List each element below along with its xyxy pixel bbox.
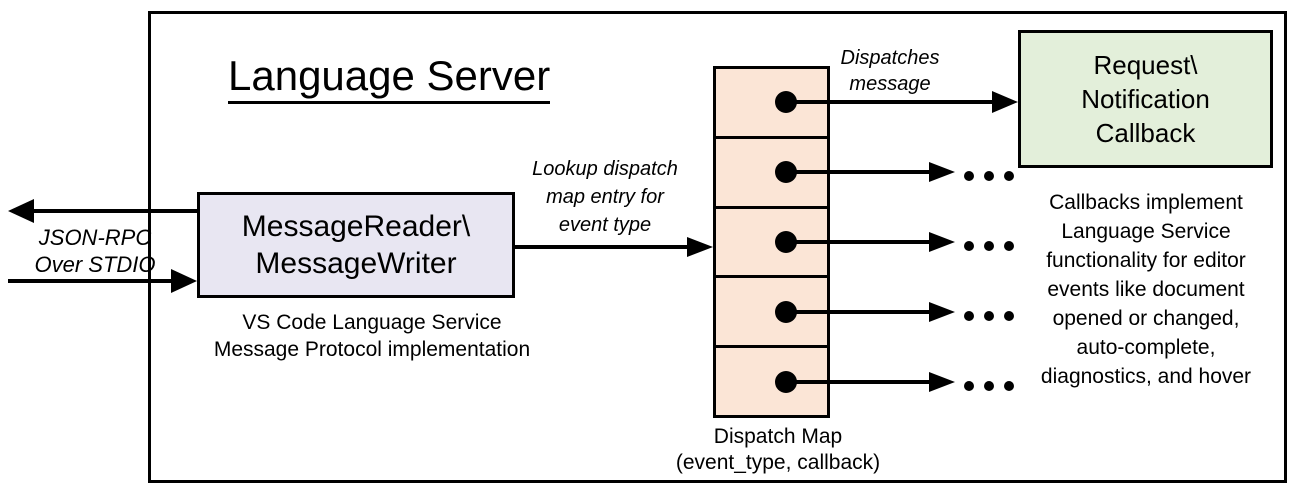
dispatch-arrow-2-line: [786, 170, 930, 174]
callback-box-line2: Notification: [1081, 84, 1210, 114]
stdio-out-arrow-line: [30, 209, 197, 213]
dispatch-arrow-5-line: [786, 380, 930, 384]
pointer-dot-icon: [775, 300, 797, 323]
callbacks-note-line3: functionality for editor: [1046, 249, 1246, 272]
diagram-title: Language Server: [228, 53, 551, 104]
dispatch-map: [713, 66, 830, 418]
arrow-right-icon: [687, 237, 713, 257]
callbacks-note-line4: events like document: [1047, 278, 1245, 301]
dispatch-arrow-4-line: [786, 310, 930, 314]
ellipsis-icon: [964, 171, 1014, 181]
dispatch-map-label-line2: (event_type, callback): [675, 451, 881, 474]
callback-box-line1: Request\: [1093, 50, 1198, 80]
lookup-label-line2: map entry for: [546, 186, 664, 208]
callbacks-note-line6: auto-complete,: [1076, 336, 1216, 359]
dispatch-map-cell: [716, 135, 827, 206]
stdio-protocol-label: JSON-RPC Over STDIO: [15, 224, 175, 278]
message-module-caption-line1: VS Code Language Service: [242, 311, 502, 334]
callbacks-note-line7: diagnostics, and hover: [1040, 365, 1252, 388]
arrow-right-icon: [171, 269, 197, 293]
arrow-right-icon: [992, 91, 1018, 113]
lookup-label: Lookup dispatch map entry for event type: [500, 155, 710, 239]
message-module-caption: VS Code Language Service Message Protoco…: [192, 309, 552, 363]
dispatch-arrow-3-line: [786, 240, 930, 244]
message-module-name-line1: MessageReader\: [241, 210, 471, 243]
ellipsis-icon: [964, 241, 1014, 251]
lookup-label-line3: event type: [558, 214, 652, 236]
dispatches-message-label-line2: message: [849, 73, 931, 95]
dispatch-map-label-line1: Dispatch Map: [713, 425, 843, 448]
stdio-protocol-label-line1: JSON-RPC: [38, 225, 152, 250]
dispatch-map-label: Dispatch Map (event_type, callback): [653, 424, 903, 476]
callback-box-line3: Callback: [1095, 118, 1196, 148]
pointer-dot-icon: [775, 230, 797, 253]
dispatches-message-label-line1: Dispatches: [840, 47, 940, 69]
pointer-dot-icon: [775, 161, 797, 184]
arrow-right-icon: [929, 372, 955, 392]
callbacks-note-line5: opened or changed,: [1052, 307, 1240, 330]
lookup-arrow-line: [515, 245, 689, 249]
stdio-in-arrow-line: [8, 279, 172, 283]
dispatch-arrow-1-line: [786, 100, 992, 104]
ellipsis-icon: [964, 311, 1014, 321]
ellipsis-icon: [964, 381, 1014, 391]
arrow-right-icon: [929, 162, 955, 182]
dispatch-map-cell: [716, 205, 827, 276]
stdio-protocol-label-line2: Over STDIO: [34, 252, 156, 277]
arrow-right-icon: [929, 232, 955, 252]
lookup-label-line1: Lookup dispatch: [532, 158, 678, 180]
arrow-right-icon: [929, 302, 955, 322]
dispatches-message-label: Dispatches message: [815, 45, 965, 97]
dispatch-map-cell: [716, 345, 827, 415]
arrow-left-icon: [8, 199, 34, 223]
callbacks-note-line2: Language Service: [1061, 220, 1231, 243]
pointer-dot-icon: [775, 91, 797, 114]
message-module-caption-line2: Message Protocol implementation: [213, 338, 531, 361]
callbacks-note-line1: Callbacks implement: [1049, 191, 1243, 214]
dispatch-map-cell: [716, 275, 827, 345]
message-module-box: MessageReader\ MessageWriter: [197, 192, 515, 298]
pointer-dot-icon: [775, 370, 797, 393]
message-module-name-line2: MessageWriter: [255, 247, 457, 280]
callback-box: Request\ Notification Callback: [1018, 30, 1273, 168]
dispatch-map-cell: [716, 69, 827, 136]
callbacks-note: Callbacks implement Language Service fun…: [1008, 188, 1284, 391]
